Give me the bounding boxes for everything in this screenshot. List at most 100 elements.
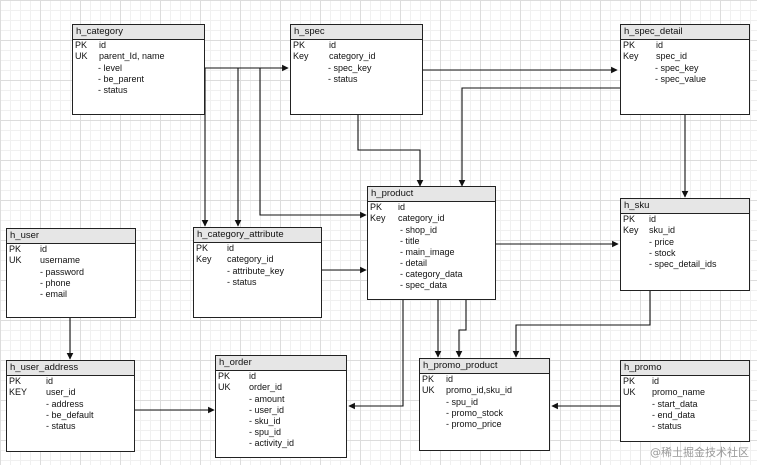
attribute-list: - password - phone - email [7,267,135,300]
foreign-key-row: Key category_id [291,51,422,62]
entity-h-user[interactable]: h_user PK id UK username - password - ph… [6,228,136,318]
column-name: id [398,202,406,212]
foreign-key-row: KEY user_id [7,387,134,398]
foreign-key-row: Key spec_id [621,51,749,62]
entity-h-category[interactable]: h_category PK id UK parent_Id, name - le… [72,24,205,115]
attribute: - spec_data [400,280,448,290]
relation-spec-product [357,115,424,187]
column-name: id [249,371,257,381]
column-name: username [40,255,81,265]
key-label: PK [9,376,22,386]
entity-title: h_user [7,229,135,244]
attribute-list: - shop_id - title - main_image - detail … [368,225,495,291]
key-label: PK [218,371,231,381]
entity-title: h_sku [621,199,749,214]
column-name: id [656,40,664,50]
entity-h-promo-product[interactable]: h_promo_product PK id UK promo_id,sku_id… [419,358,550,451]
key-label: PK [623,376,636,386]
primary-key-row: PK id [73,40,204,51]
entity-h-category-attribute[interactable]: h_category_attribute PK id Key category_… [193,227,322,318]
attribute: - level [98,63,123,73]
primary-key-row: PK id [194,243,321,254]
entity-title: h_promo [621,361,749,376]
primary-key-row: PK id [621,376,749,387]
unique-key-row: UK username [7,255,135,266]
attribute: - title [400,236,420,246]
entity-h-product[interactable]: h_product PK id Key category_id - shop_i… [367,186,496,300]
foreign-key-row: Key sku_id [621,225,749,236]
column-name: id [40,244,48,254]
key-label: PK [623,40,636,50]
attribute: - email [40,289,68,299]
attribute: - end_data [652,410,696,420]
key-label: PK [196,243,209,253]
key-label: UK [75,51,88,61]
column-name: id [329,40,337,50]
entity-title: h_promo_product [420,359,549,374]
attribute: - start_data [652,399,698,409]
attribute: - address [46,399,84,409]
attribute: - spec_key [655,63,699,73]
entity-title: h_order [216,356,346,371]
unique-key-row: UK promo_id,sku_id [420,385,549,396]
entity-title: h_category_attribute [194,228,321,243]
attribute: - spec_key [328,63,372,73]
primary-key-row: PK id [368,202,495,213]
primary-key-row: PK id [291,40,422,51]
key-label: UK [623,387,636,397]
attribute-list: - address - be_default - status [7,399,134,432]
attribute: - status [328,74,358,84]
unique-key-row: UK order_id [216,382,346,393]
key-label: UK [218,382,231,392]
entity-title: h_spec_detail [621,25,749,40]
column-name: id [649,214,657,224]
key-label: PK [623,214,636,224]
primary-key-row: PK id [7,376,134,387]
relation-product-order [348,300,404,410]
primary-key-row: PK id [216,371,346,382]
column-name: id [446,374,454,384]
entity-h-order[interactable]: h_order PK id UK order_id - amount - use… [215,355,347,458]
column-name: order_id [249,382,283,392]
entity-h-spec-detail[interactable]: h_spec_detail PK id Key spec_id - spec_k… [620,24,750,115]
attribute: - spu_id [446,397,479,407]
attribute: - password [40,267,85,277]
attribute: - user_id [249,405,285,415]
column-name: spec_id [656,51,688,61]
foreign-key-row: Key category_id [194,254,321,265]
primary-key-row: PK id [621,40,749,51]
entity-h-spec[interactable]: h_spec PK id Key category_id - spec_key … [290,24,423,115]
attribute: - status [46,421,76,431]
key-label: PK [370,202,383,212]
attribute: - status [98,85,128,95]
column-name: parent_Id, name [99,51,165,61]
entity-title: h_product [368,187,495,202]
attribute: - status [652,421,682,431]
attribute: - promo_stock [446,408,504,418]
column-name: sku_id [649,225,676,235]
attribute-list: - attribute_key - status [194,266,321,288]
relation-product-promo-product-2 [455,300,467,358]
attribute: - be_default [46,410,94,420]
attribute-list: - spec_key - status [291,63,422,85]
attribute: - phone [40,278,71,288]
attribute: - attribute_key [227,266,285,276]
key-label: Key [196,254,212,264]
entity-h-promo[interactable]: h_promo PK id UK promo_name - start_data… [620,360,750,442]
attribute: - be_parent [98,74,145,84]
entity-h-sku[interactable]: h_sku PK id Key sku_id - price - stock -… [620,198,750,291]
column-name: category_id [329,51,376,61]
attribute: - spec_detail_ids [649,259,717,269]
attribute: - status [227,277,257,287]
key-label: PK [422,374,435,384]
entity-h-user-address[interactable]: h_user_address PK id KEY user_id - addre… [6,360,135,452]
attribute-list: - start_data - end_data - status [621,399,749,432]
relation-spec-detail-product [458,87,620,187]
primary-key-row: PK id [420,374,549,385]
attribute: - price [649,237,675,247]
attribute-list: - amount - user_id - sku_id - spu_id - a… [216,394,346,449]
column-name: id [652,376,660,386]
key-label: Key [293,51,309,61]
key-label: PK [75,40,88,50]
